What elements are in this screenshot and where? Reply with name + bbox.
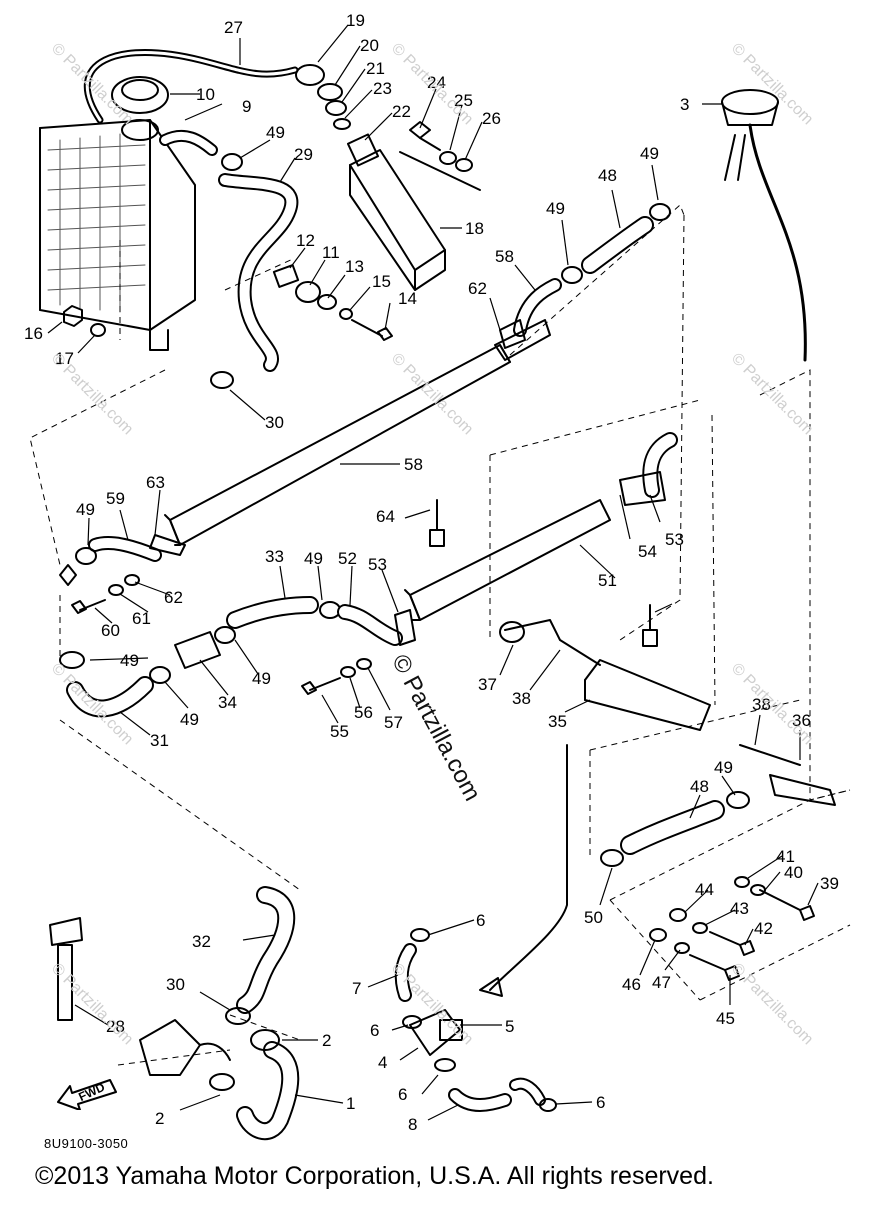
callout-33: 33: [265, 547, 284, 566]
reservoir-tank: [346, 133, 446, 291]
callout-30: 30: [166, 975, 185, 994]
callout-6: 6: [370, 1021, 379, 1040]
fwd-arrow-icon: FWD: [56, 1076, 118, 1111]
callout-49: 49: [180, 710, 199, 729]
callout-2: 2: [155, 1109, 164, 1128]
callout-13: 13: [345, 257, 364, 276]
callout-49: 49: [76, 500, 95, 519]
callout-63: 64: [376, 507, 395, 526]
callout-44: 44: [695, 880, 714, 899]
callout-22: 22: [392, 102, 411, 121]
callout-60: 61: [132, 609, 151, 628]
callout-49: 49: [640, 144, 659, 163]
callout-30: 30: [265, 413, 284, 432]
callout-40: 40: [784, 863, 803, 882]
callout-29: 29: [294, 145, 313, 164]
callout-49: 49: [714, 758, 733, 777]
callout-4: 4: [378, 1053, 387, 1072]
callout-6: 6: [398, 1085, 407, 1104]
callout-54: 55: [330, 722, 349, 741]
callout-9: 9: [242, 97, 251, 116]
callout-6: 6: [596, 1093, 605, 1112]
callout-59: 60: [101, 621, 120, 640]
callout-15: 15: [372, 272, 391, 291]
callout-20: 20: [360, 36, 379, 55]
callout-31: 31: [150, 731, 169, 750]
callout-62: 63: [146, 473, 165, 492]
radiator-cap: [111, 76, 169, 141]
callout-58: 58: [495, 247, 514, 266]
callout-17: 17: [55, 349, 74, 368]
callout-5: 5: [505, 1017, 514, 1036]
callout-21: 21: [366, 59, 385, 78]
callout-26: 26: [482, 109, 501, 128]
callout-35: 35: [548, 712, 567, 731]
callout-34: 34: [218, 693, 237, 712]
callout-49: 49: [304, 549, 323, 568]
callout-23: 23: [373, 79, 392, 98]
frame-pipe-57: [164, 344, 511, 546]
callout-37: 37: [478, 675, 497, 694]
callout-12: 12: [296, 231, 315, 250]
callout-3: 3: [680, 95, 689, 114]
lower-heat-exchanger: [584, 659, 711, 731]
callout-53: 53: [368, 555, 387, 574]
callout-18: 18: [465, 219, 484, 238]
callout-39: 39: [820, 874, 839, 893]
callout-48: 48: [598, 166, 617, 185]
callout-46: 46: [622, 975, 641, 994]
callout-55: 56: [354, 703, 373, 722]
frame-pipe-50: [404, 499, 611, 621]
callout-49: 49: [120, 651, 139, 670]
callout-41: 41: [776, 847, 795, 866]
callout-28: 28: [106, 1017, 125, 1036]
callout-36: 36: [792, 711, 811, 730]
temperature-sensor: [721, 89, 807, 362]
callout-57: 58: [404, 455, 423, 474]
callout-1: 1: [346, 1094, 355, 1113]
callout-62: 62: [468, 279, 487, 298]
callout-6: 6: [476, 911, 485, 930]
callout-50: 51: [598, 571, 617, 590]
callout-45: 45: [716, 1009, 735, 1028]
callout-38: 38: [752, 695, 771, 714]
callout-7: 7: [352, 979, 361, 998]
callout-11: 11: [322, 243, 340, 262]
callout-58: 59: [106, 489, 125, 508]
callout-16: 16: [24, 324, 43, 343]
callout-27: 27: [224, 18, 243, 37]
callout-19: 19: [346, 11, 365, 30]
callout-49: 49: [266, 123, 285, 142]
callout-49: 49: [252, 669, 271, 688]
callout-24: 24: [427, 73, 446, 92]
callout-52: 53: [665, 530, 684, 549]
callout-47: 47: [652, 973, 671, 992]
callout-38: 38: [512, 689, 531, 708]
callout-25: 25: [454, 91, 473, 110]
callout-51: 52: [338, 549, 357, 568]
callout-43: 43: [730, 899, 749, 918]
callout-32: 32: [192, 932, 211, 951]
diagram-code: 8U9100-3050: [44, 1136, 129, 1151]
callout-48: 48: [690, 777, 709, 796]
callout-49: 50: [584, 908, 603, 927]
radiator: [39, 119, 196, 351]
callout-61: 62: [164, 588, 183, 607]
callout-42: 42: [754, 919, 773, 938]
callout-49: 49: [546, 199, 565, 218]
callout-14: 14: [398, 289, 417, 308]
copyright-text: ©2013 Yamaha Motor Corporation, U.S.A. A…: [35, 1162, 714, 1190]
callout-10: 10: [196, 85, 215, 104]
callout-56: 57: [384, 713, 403, 732]
callout-8: 8: [408, 1115, 417, 1134]
callout-2: 2: [322, 1031, 331, 1050]
callout-53: 54: [638, 542, 657, 561]
